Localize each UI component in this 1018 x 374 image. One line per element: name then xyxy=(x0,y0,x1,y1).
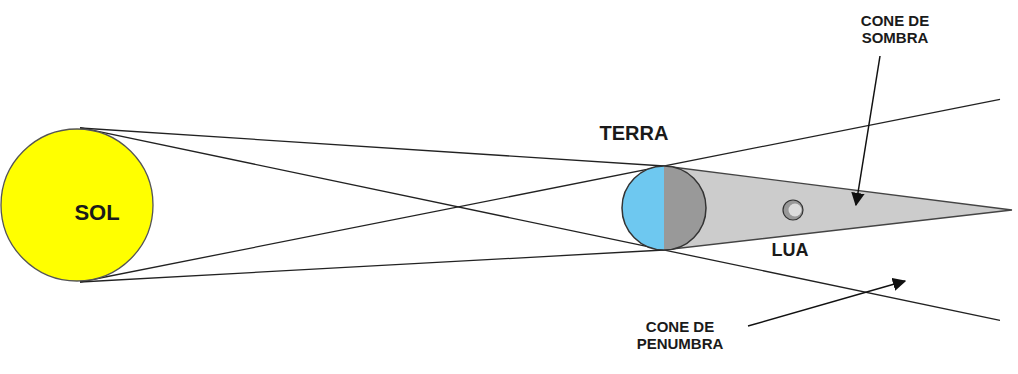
callout-label: CONE DE SOMBRA xyxy=(843,12,947,47)
moon-highlight xyxy=(789,204,802,217)
node-shape xyxy=(621,165,707,251)
moon-disc xyxy=(783,200,803,220)
body-label: TERRA xyxy=(600,123,669,143)
earth-day-side xyxy=(622,166,664,250)
tangent-line xyxy=(80,128,664,166)
body-label: LUA xyxy=(772,241,809,259)
leader-arrow xyxy=(856,56,880,205)
earth-circle: TERRA xyxy=(621,165,707,251)
node-shape xyxy=(782,199,804,221)
body-label: SOL xyxy=(74,202,119,224)
moon-circle: LUA xyxy=(782,199,804,221)
umbra-cone xyxy=(664,166,1012,250)
callout-label: CONE DE PENUMBRA xyxy=(624,318,736,353)
earth-night-side xyxy=(664,166,706,250)
sun-circle: SOL xyxy=(0,128,154,282)
earth-outline xyxy=(622,166,706,250)
tangent-line xyxy=(80,250,664,282)
sun-disc xyxy=(1,129,153,281)
leader-arrow xyxy=(748,281,905,326)
